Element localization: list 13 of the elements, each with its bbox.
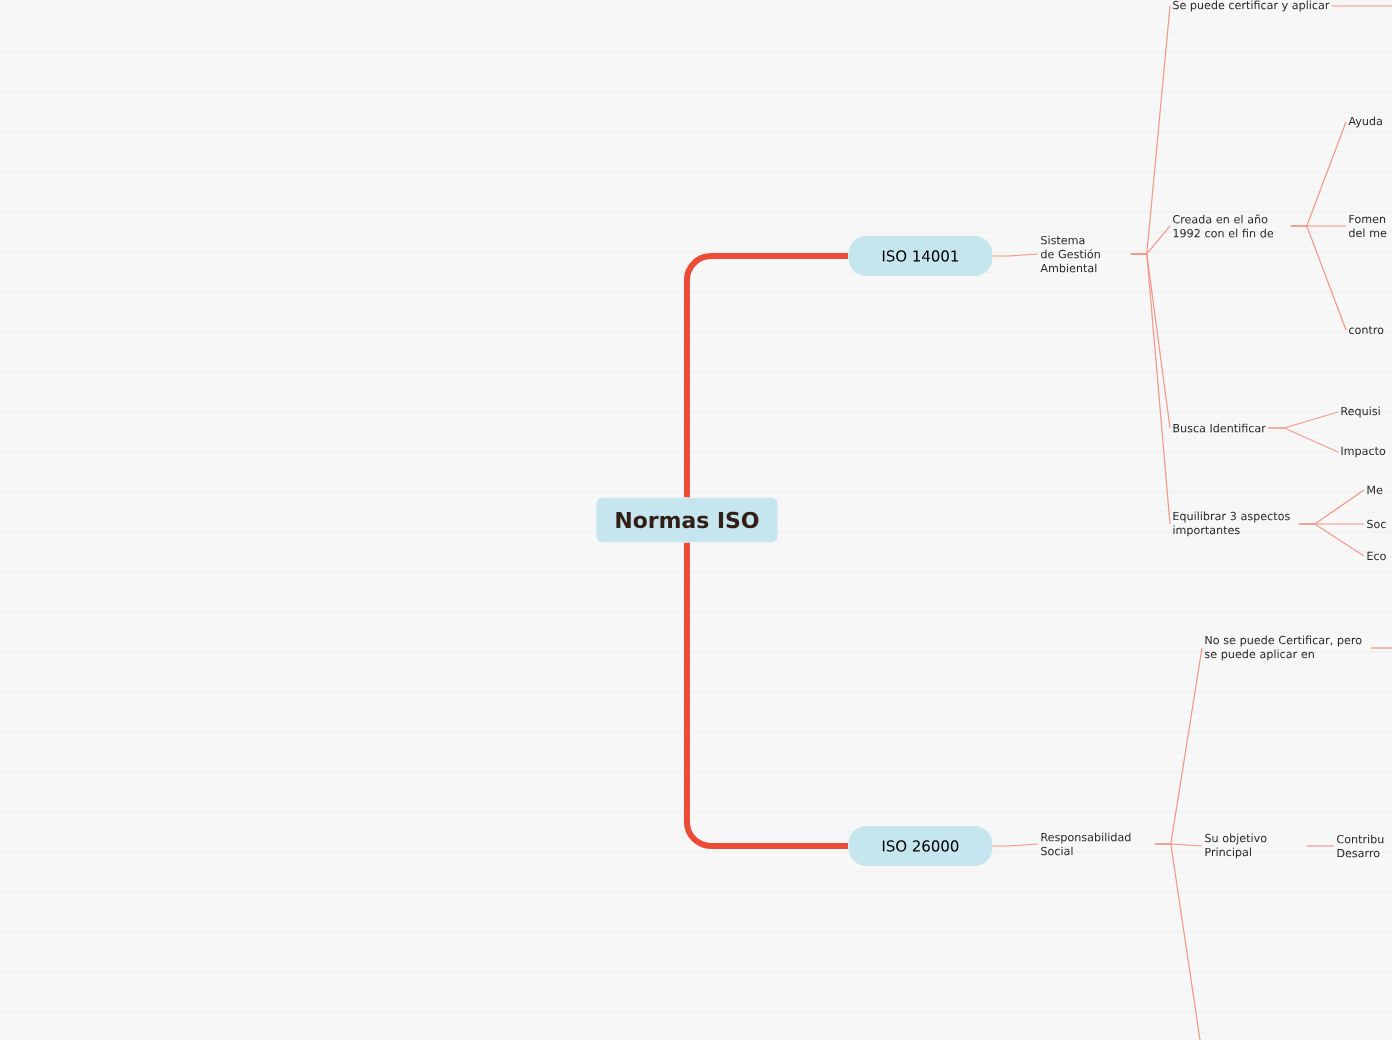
- connector-line: [683, 542, 848, 849]
- connector-line: [1154, 843, 1201, 1040]
- connector-line: [1130, 253, 1171, 525]
- connector-line: [992, 843, 1039, 847]
- connector-line: [992, 253, 1039, 257]
- connector-line: [1306, 845, 1335, 847]
- central-topic-box: Normas ISO: [596, 497, 778, 543]
- connector-line: [1370, 647, 1392, 649]
- connector-line: [1290, 225, 1347, 331]
- connector-line: [1331, 5, 1392, 7]
- connector-line: [1298, 523, 1365, 557]
- connector-line: [683, 253, 848, 498]
- connector-line: [1267, 427, 1339, 453]
